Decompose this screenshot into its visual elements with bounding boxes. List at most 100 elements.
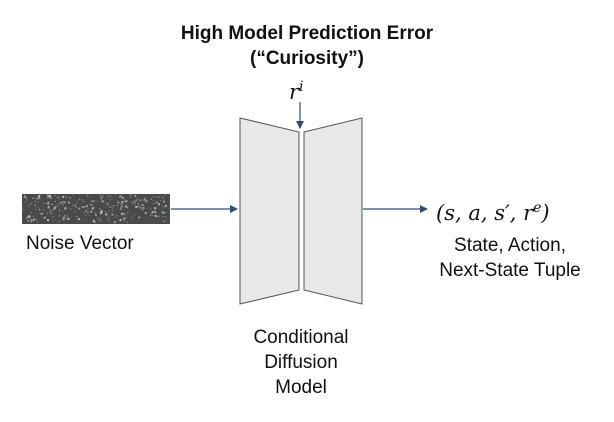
noise-speck [153, 200, 155, 201]
noise-speck [115, 217, 117, 218]
noise-speck [53, 207, 56, 210]
noise-speck [40, 212, 43, 215]
noise-speck [52, 220, 54, 222]
noise-speck [36, 221, 38, 223]
noise-speck [83, 201, 85, 202]
noise-speck [148, 219, 150, 221]
noise-speck [25, 197, 28, 200]
noise-speck [28, 215, 31, 218]
noise-speck [72, 204, 73, 206]
noise-speck [101, 200, 104, 203]
noise-speck [140, 206, 142, 208]
noise-speck [109, 207, 111, 208]
noise-speck [47, 202, 50, 205]
intrinsic-reward-symbol: ri [289, 74, 304, 105]
noise-speck [49, 211, 51, 213]
noise-speck [93, 206, 95, 208]
noise-speck [58, 220, 60, 222]
noise-speck [52, 208, 54, 210]
noise-speck [94, 211, 96, 213]
noise-speck [162, 216, 164, 218]
noise-speck [130, 194, 132, 196]
noise-speck [43, 216, 46, 219]
noise-speck [100, 196, 103, 199]
noise-speck [161, 205, 163, 207]
noise-speck [89, 196, 91, 198]
noise-speck [142, 207, 145, 210]
noise-speck [137, 199, 139, 201]
noise-speck [112, 210, 114, 212]
noise-speck [108, 216, 110, 218]
noise-speck [98, 218, 101, 221]
noise-speck [73, 204, 76, 207]
noise-speck [59, 202, 62, 205]
noise-speck [151, 198, 152, 200]
noise-speck [68, 201, 70, 204]
noise-speck [97, 217, 99, 219]
noise-speck [33, 218, 35, 221]
noise-speck [64, 207, 67, 210]
noise-speck [144, 212, 147, 215]
noise-speck [132, 202, 133, 204]
decoder-trapezoid [303, 117, 363, 305]
noise-speck [165, 211, 167, 213]
noise-speck [113, 205, 115, 206]
noise-speck [164, 205, 167, 207]
noise-speck [104, 214, 106, 216]
noise-speck [38, 209, 40, 211]
noise-speck [133, 202, 136, 205]
noise-speck [83, 211, 85, 213]
noise-speck [68, 197, 70, 199]
noise-speck [85, 218, 87, 220]
noise-speck [37, 201, 39, 203]
noise-speck [81, 199, 83, 201]
noise-speck [23, 209, 25, 211]
noise-speck [146, 207, 148, 209]
noise-speck [154, 207, 157, 209]
noise-speck [119, 196, 121, 198]
noise-speck [32, 215, 34, 217]
noise-speck [30, 218, 33, 221]
noise-speck [100, 194, 102, 196]
noise-speck [51, 213, 53, 215]
intrinsic-reward-superscript: i [299, 79, 304, 95]
noise-speck [34, 200, 36, 202]
noise-speck [151, 212, 152, 214]
noise-speck [151, 211, 154, 214]
noise-speck [109, 194, 111, 196]
noise-speck [121, 205, 124, 208]
noise-speck [63, 216, 65, 218]
noise-speck [99, 208, 101, 210]
noise-speck [47, 219, 49, 222]
noise-speck [54, 206, 57, 208]
noise-speck [81, 219, 83, 221]
noise-speck [90, 210, 93, 213]
noise-speck [164, 194, 166, 196]
noise-speck [120, 203, 123, 206]
noise-speck [121, 212, 124, 215]
noise-speck [85, 205, 88, 208]
noise-speck [30, 212, 32, 214]
noise-speck [95, 214, 97, 216]
noise-speck [100, 221, 102, 223]
noise-speck [143, 200, 145, 201]
noise-speck [158, 203, 160, 206]
noise-speck [138, 205, 140, 207]
noise-speck [50, 198, 52, 200]
noise-speck [22, 207, 24, 209]
noise-speck [135, 199, 138, 202]
noise-speck [108, 202, 110, 204]
noise-speck [93, 200, 95, 202]
noise-speck [132, 218, 134, 220]
noise-speck [99, 212, 102, 215]
noise-speck [63, 216, 65, 218]
noise-speck [116, 215, 118, 217]
noise-speck [83, 206, 86, 208]
noise-speck [38, 207, 40, 209]
noise-speck [121, 215, 123, 217]
noise-speck [63, 201, 65, 203]
noise-speck [87, 208, 89, 210]
noise-speck [64, 217, 66, 218]
noise-speck [161, 211, 164, 214]
noise-speck [75, 202, 77, 204]
